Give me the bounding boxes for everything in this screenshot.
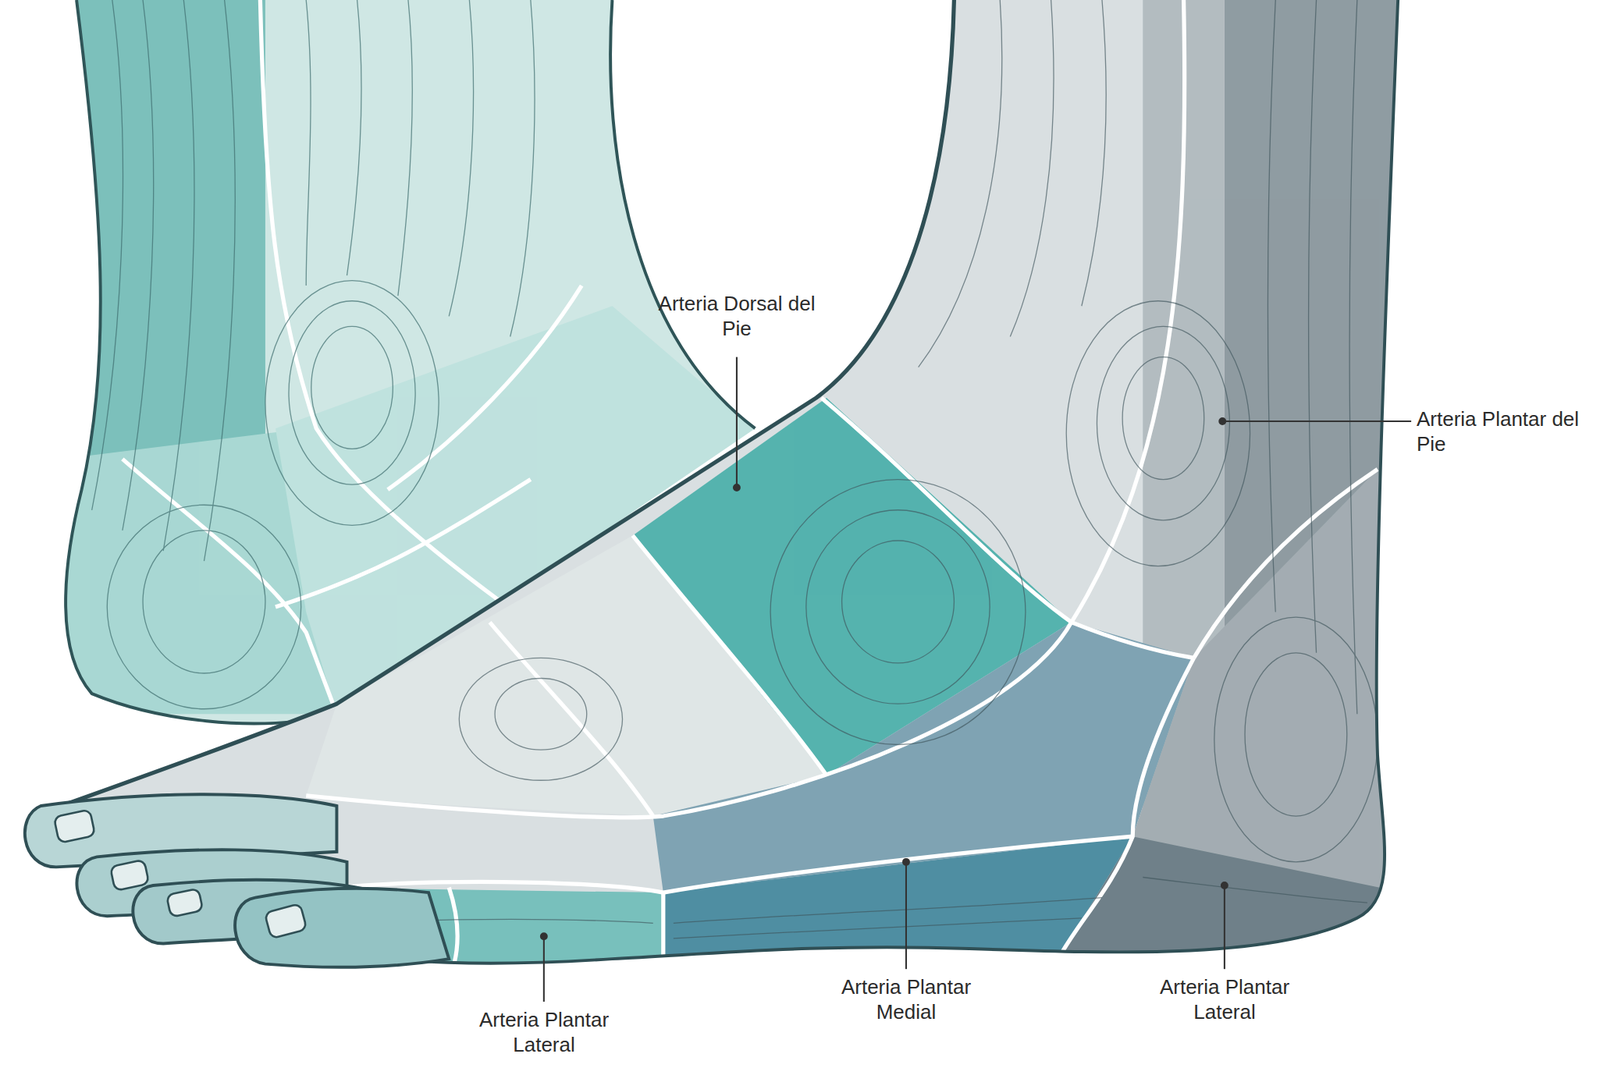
toes — [24, 794, 449, 968]
leader-lines — [540, 357, 1412, 1003]
artery-label: Arteria Plantar del Pie — [1416, 407, 1589, 457]
artery-label: Arteria Plantar Lateral — [1130, 975, 1319, 1025]
artery-label: Arteria Plantar Medial — [812, 975, 1000, 1025]
front-foot — [60, 0, 1429, 1021]
artery-label: Arteria Plantar Lateral — [450, 1008, 638, 1058]
artery-label: Arteria Dorsal del Pie — [650, 291, 823, 342]
